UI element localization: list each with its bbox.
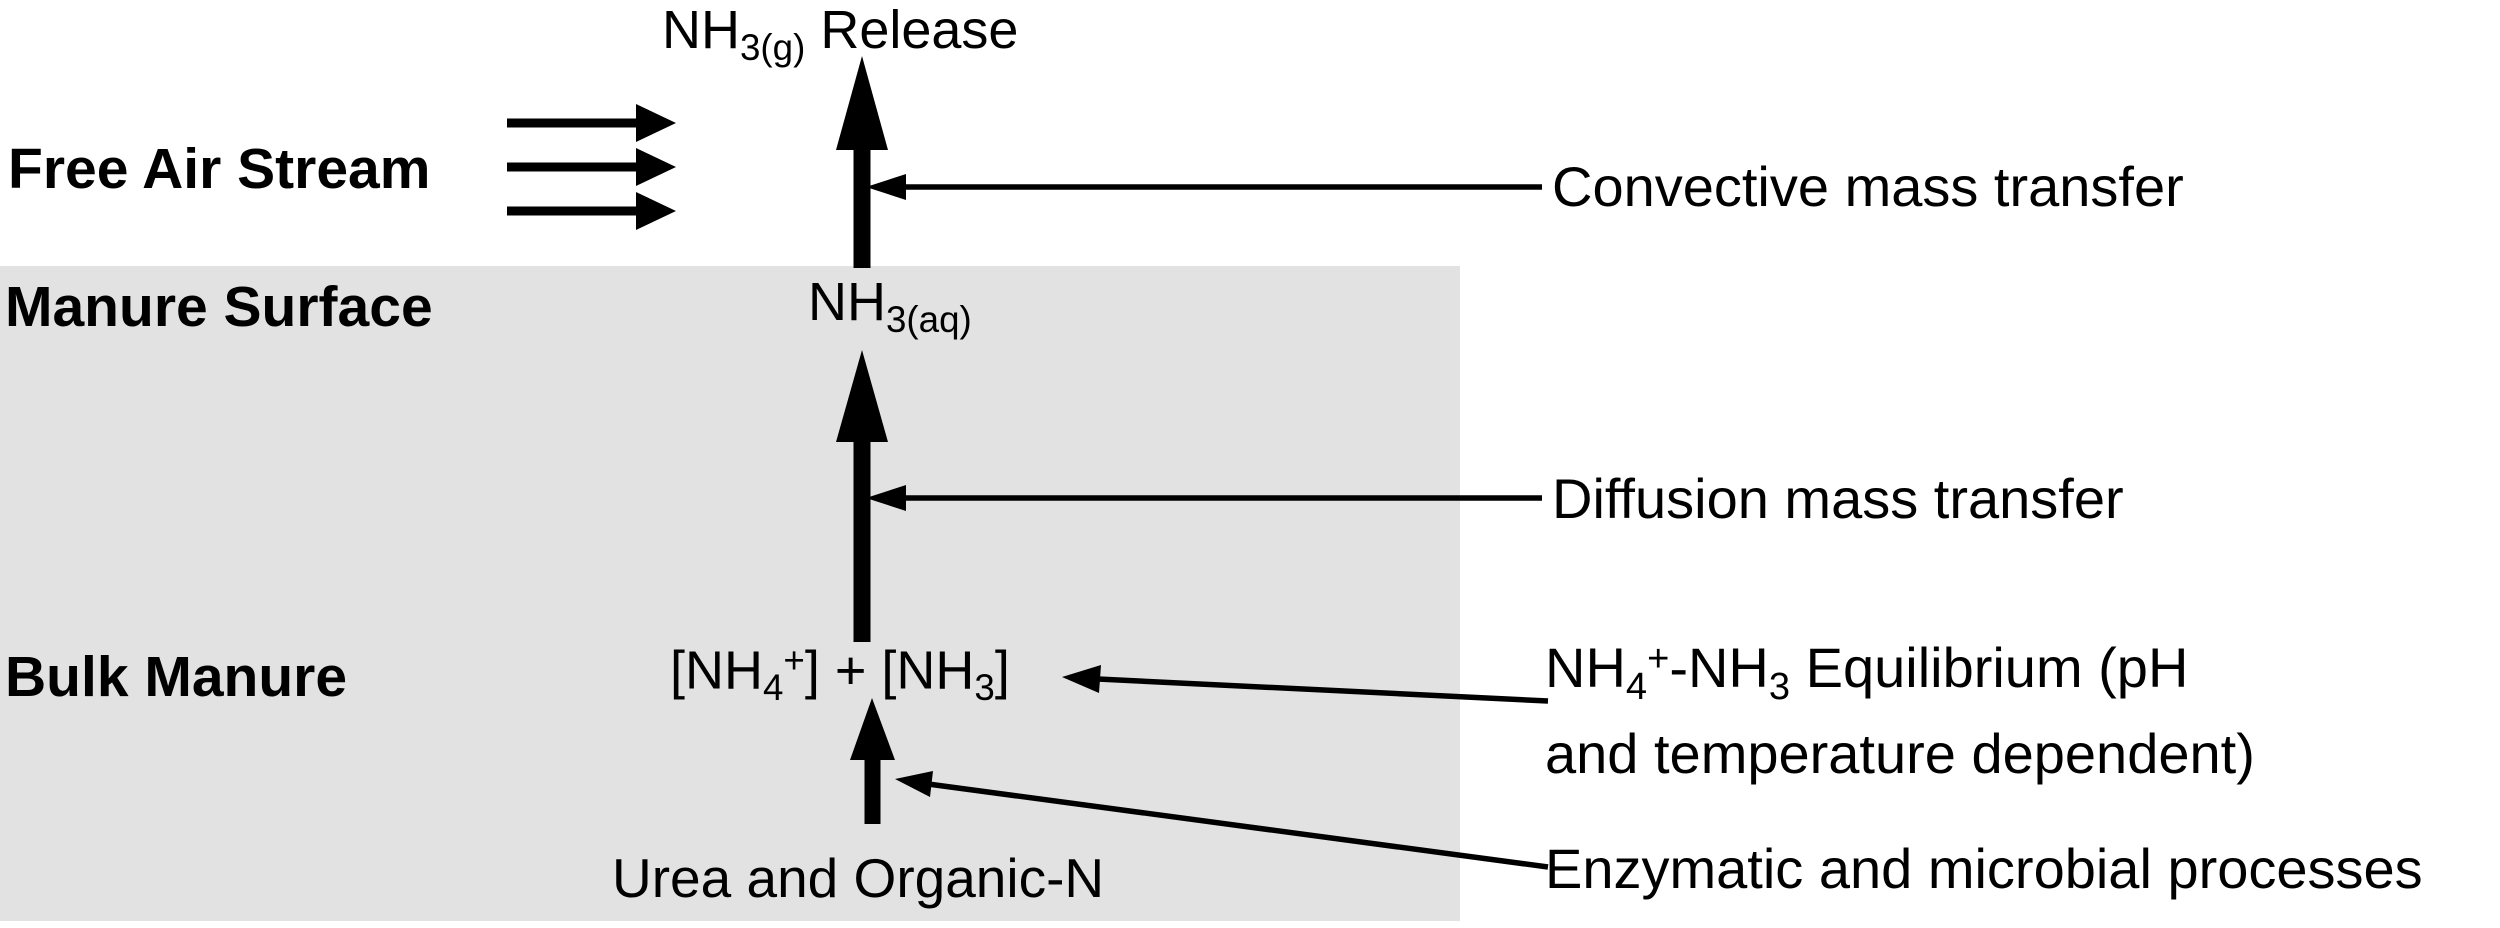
title-nh3-gas-release: NH3(g) Release	[662, 0, 1019, 68]
node-urea-organic-n: Urea and Organic-N	[612, 847, 1105, 909]
air-flow-arrows-icon	[507, 104, 676, 230]
zone-label-manure-surface: Manure Surface	[5, 275, 433, 339]
annotation-diffusion-mass-transfer: Diffusion mass transfer	[1552, 467, 2124, 530]
annotation-equilibrium: NH4+-NH3 Equilibrium (pH and temperature…	[1545, 628, 2255, 794]
zone-label-bulk-manure: Bulk Manure	[5, 645, 348, 709]
manure-zone-background	[0, 266, 1460, 921]
node-ammonium-ammonia-pool: [NH4+] + [NH3]	[670, 640, 1010, 709]
annotation-equilibrium-line2: and temperature dependent)	[1545, 722, 2255, 786]
node-nh3-aqueous: NH3(aq)	[808, 272, 972, 340]
annotation-equilibrium-line1: NH4+-NH3 Equilibrium (pH	[1545, 636, 2189, 709]
annotation-enzymatic-microbial: Enzymatic and microbial processes	[1545, 837, 2423, 900]
annotation-convective-mass-transfer: Convective mass transfer	[1552, 155, 2184, 218]
release-arrow-icon	[836, 56, 888, 268]
zone-label-free-air-stream: Free Air Stream	[8, 137, 431, 201]
pointer-convective-arrow-icon	[866, 174, 1542, 200]
